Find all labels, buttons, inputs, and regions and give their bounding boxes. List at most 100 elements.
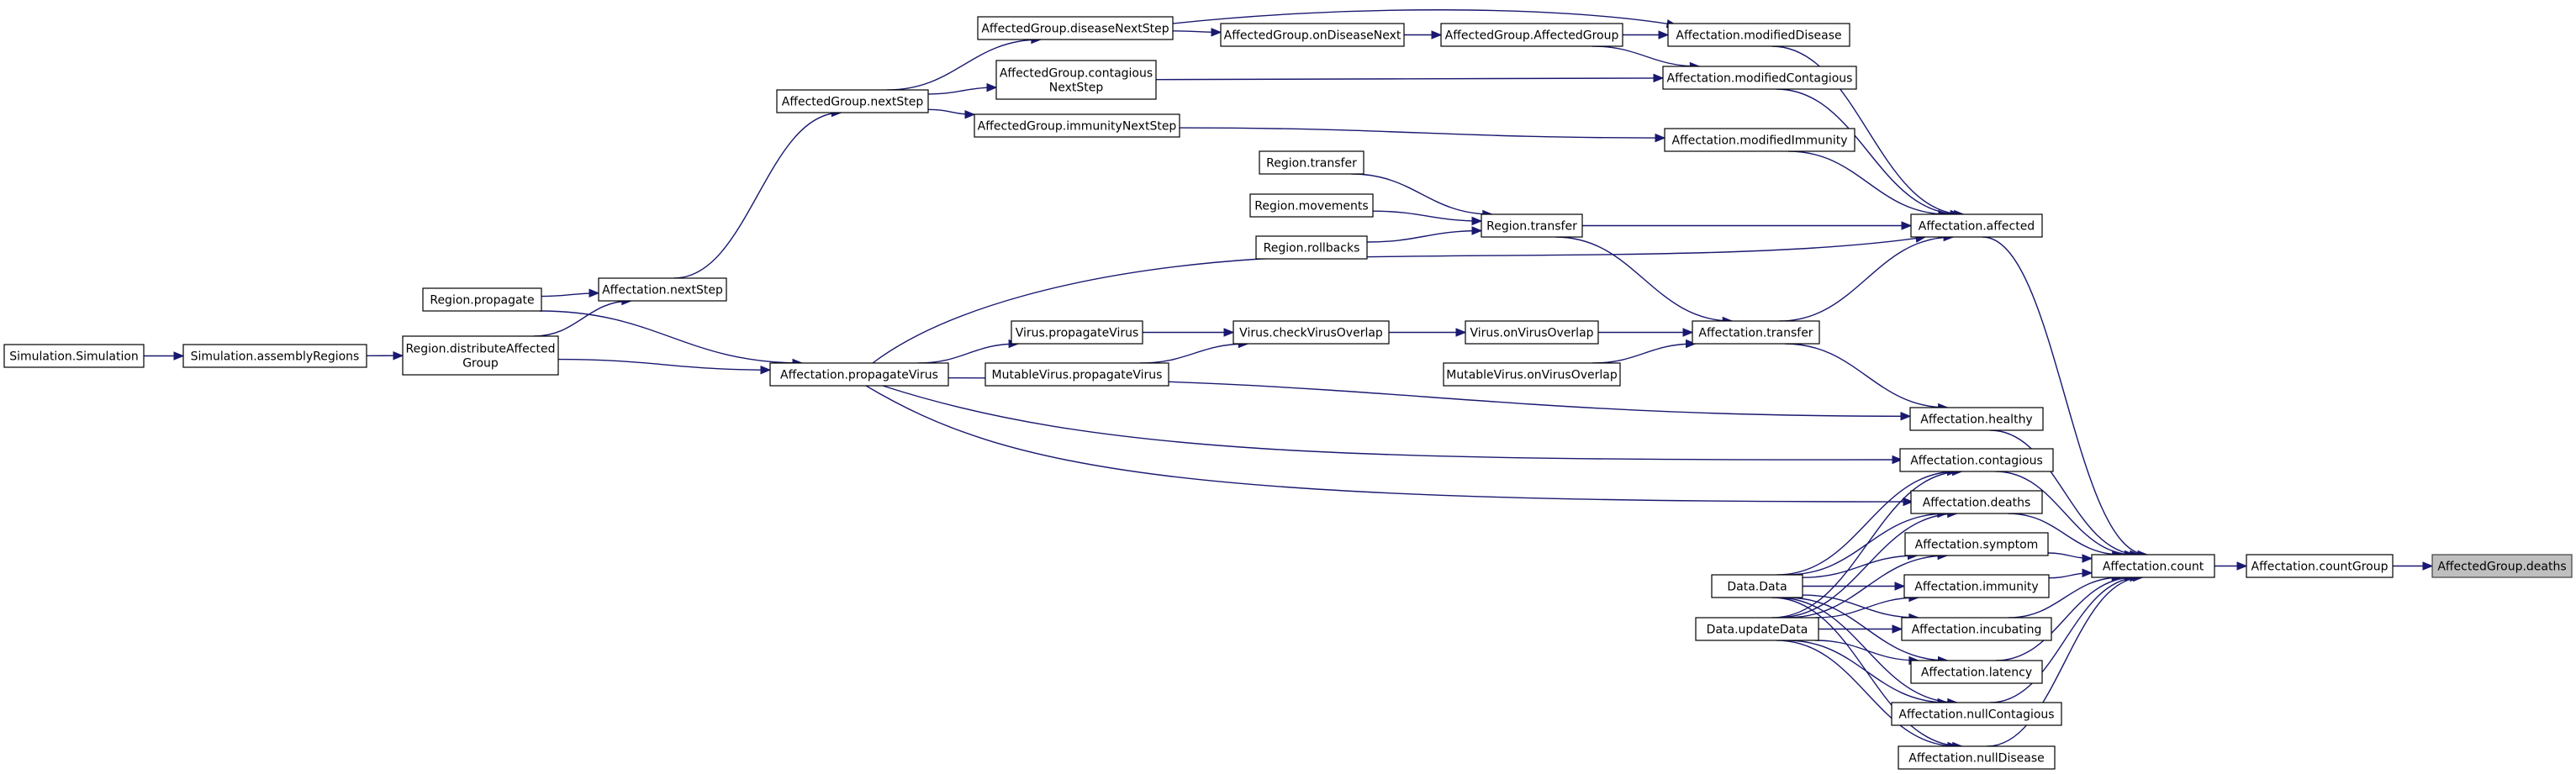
- node-immunityNext[interactable]: AffectedGroup.immunityNextStep: [974, 113, 1180, 138]
- node-box: [1903, 574, 2050, 598]
- node-box: [422, 287, 542, 312]
- edge-checkOverlap-to-onOverlap: [1388, 328, 1467, 337]
- node-label: AffectedGroup.contagious: [1000, 67, 1153, 81]
- node-immunity[interactable]: Affectation.immunity: [1903, 574, 2050, 598]
- edge-onDiseaseNext-to-agAffectedGroup: [1404, 30, 1443, 39]
- node-deaths[interactable]: Affectation.deaths: [1910, 490, 2043, 514]
- node-dataUpdate[interactable]: Data.updateData: [1695, 617, 1819, 641]
- node-label: AffectedGroup.deaths: [2437, 561, 2566, 574]
- node-propagate[interactable]: Region.propagate: [422, 287, 542, 312]
- node-box: [402, 335, 559, 376]
- node-nextStepAff[interactable]: Affectation.nextStep: [598, 277, 727, 302]
- node-box: [1481, 213, 1583, 238]
- node-mutOnOverlap[interactable]: MutableVirus.onVirusOverlap: [1443, 362, 1621, 387]
- edge-modContagious-to-affected: [1776, 88, 1961, 219]
- node-assembly[interactable]: Simulation.assemblyRegions: [182, 344, 367, 368]
- node-dataData[interactable]: Data.Data: [1711, 574, 1803, 598]
- node-modImmunity[interactable]: Affectation.modifiedImmunity: [1664, 128, 1855, 152]
- node-label: Data.updateData: [1707, 624, 1808, 637]
- node-label: AffectedGroup.nextStep: [782, 96, 924, 109]
- node-label: AffectedGroup.AffectedGroup: [1445, 29, 1619, 43]
- node-diseaseNext[interactable]: AffectedGroup.diseaseNextStep: [977, 16, 1174, 40]
- node-rTransferA[interactable]: Region.transfer: [1259, 150, 1365, 175]
- node-box: [1259, 150, 1365, 175]
- node-label: AffectedGroup.immunityNextStep: [978, 120, 1177, 134]
- node-box: [974, 113, 1180, 138]
- node-nullContagious[interactable]: Affectation.nullContagious: [1891, 702, 2062, 726]
- node-contagious[interactable]: Affectation.contagious: [1899, 448, 2054, 472]
- node-box: [1711, 574, 1803, 598]
- node-label: Affectation.immunity: [1914, 581, 2038, 594]
- node-rMovements[interactable]: Region.movements: [1249, 193, 1374, 218]
- node-label: Affectation.symptom: [1915, 539, 2039, 552]
- node-modDisease[interactable]: Affectation.modifiedDisease: [1667, 23, 1850, 47]
- node-box: [1692, 320, 1820, 345]
- edge-dataUpdate-to-nullDisease: [1776, 640, 1959, 751]
- node-healthy[interactable]: Affectation.healthy: [1909, 407, 2044, 431]
- edge-agNextStep-to-immunityNext: [927, 108, 976, 119]
- node-agNextStep[interactable]: AffectedGroup.nextStep: [776, 89, 929, 113]
- node-label: Region.rollbacks: [1264, 242, 1360, 255]
- node-label: Affectation.latency: [1921, 666, 2032, 680]
- node-propVirusAff[interactable]: Affectation.propagateVirus: [769, 362, 949, 387]
- node-box: [2091, 554, 2215, 578]
- node-box: [1910, 213, 2043, 238]
- node-box: [1440, 23, 1623, 47]
- node-box: [1909, 407, 2044, 431]
- node-onDiseaseNext[interactable]: AffectedGroup.onDiseaseNext: [1220, 23, 1405, 47]
- node-label: Affectation.countGroup: [2251, 561, 2389, 574]
- node-onOverlap[interactable]: Virus.onVirusOverlap: [1465, 320, 1599, 345]
- node-sim[interactable]: Simulation.Simulation: [3, 344, 145, 368]
- graph-edges: [144, 9, 2434, 751]
- edge-propagate-to-propVirusAff: [539, 310, 804, 368]
- node-label: Region.propagate: [430, 294, 534, 308]
- node-agDeaths[interactable]: AffectedGroup.deaths: [2431, 554, 2573, 578]
- node-agAffectedGroup[interactable]: AffectedGroup.AffectedGroup: [1440, 23, 1623, 47]
- node-checkOverlap[interactable]: Virus.checkVirusOverlap: [1233, 320, 1390, 345]
- edge-onOverlap-to-affTransfer: [1597, 328, 1694, 337]
- edge-countGroup-to-agDeaths: [2392, 561, 2434, 571]
- node-box: [1891, 702, 2062, 726]
- node-label: Affectation.deaths: [1923, 497, 2031, 510]
- node-box: [1249, 193, 1374, 218]
- edge-dataUpdate-to-incubating: [1819, 624, 1903, 634]
- node-modContagious[interactable]: Affectation.modifiedContagious: [1662, 66, 1857, 90]
- node-label: Virus.onVirusOverlap: [1470, 327, 1593, 340]
- edge-distribute-to-propVirusAff: [557, 358, 772, 375]
- node-label: Affectation.affected: [1919, 220, 2035, 234]
- graph-nodes: Simulation.Simulation Simulation.assembly…: [3, 16, 2573, 770]
- node-label: Data.Data: [1727, 581, 1787, 594]
- node-label: Affectation.transfer: [1698, 327, 1813, 340]
- edge-affTransfer-to-healthy: [1784, 343, 1949, 413]
- edge-dataUpdate-to-latency: [1815, 640, 1920, 666]
- node-box: [2246, 554, 2394, 578]
- node-incubating[interactable]: Affectation.incubating: [1901, 617, 2052, 641]
- edge-count-to-countGroup: [2214, 561, 2248, 571]
- node-affected[interactable]: Affectation.affected: [1910, 213, 2043, 238]
- node-label: Region.transfer: [1486, 220, 1577, 234]
- node-count[interactable]: Affectation.count: [2091, 554, 2215, 578]
- node-rTransfer[interactable]: Region.transfer: [1481, 213, 1583, 238]
- node-countGroup[interactable]: Affectation.countGroup: [2246, 554, 2394, 578]
- node-box: [776, 89, 929, 113]
- node-label: Simulation.Simulation: [9, 350, 139, 364]
- edge-contagiousNext-to-modContagious: [1155, 73, 1665, 83]
- node-rRollbacks[interactable]: Region.rollbacks: [1255, 235, 1368, 260]
- edge-dataData-to-immunity: [1803, 582, 1906, 591]
- edge-assembly-to-distribute: [366, 350, 404, 361]
- node-virusProp[interactable]: Virus.propagateVirus: [1011, 320, 1143, 345]
- node-mutProp[interactable]: MutableVirus.propagateVirus: [984, 362, 1169, 387]
- edge-dataData-to-contagious: [1776, 466, 1958, 576]
- node-affTransfer[interactable]: Affectation.transfer: [1692, 320, 1820, 345]
- node-label: Affectation.contagious: [1910, 455, 2043, 468]
- node-label: Affectation.nextStep: [602, 284, 723, 297]
- node-symptom[interactable]: Affectation.symptom: [1904, 532, 2049, 556]
- node-nullDisease[interactable]: Affectation.nullDisease: [1898, 745, 2056, 770]
- node-label: AffectedGroup.diseaseNextStep: [981, 23, 1169, 36]
- edge-propagate-to-nextStepAff: [541, 288, 600, 298]
- node-latency[interactable]: Affectation.latency: [1910, 660, 2043, 684]
- node-box: [1443, 362, 1621, 387]
- node-label: Affectation.nullContagious: [1898, 708, 2054, 722]
